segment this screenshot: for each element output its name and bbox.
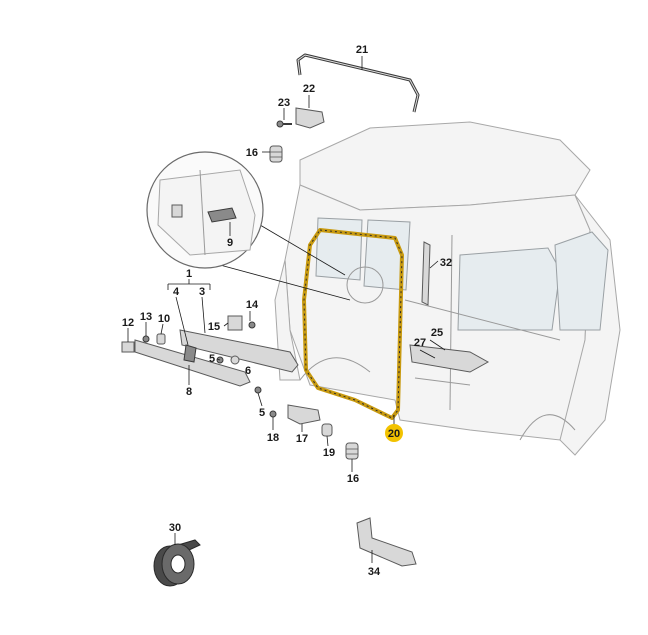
guide-rail-32 (421, 241, 431, 306)
callout-9: 9 (227, 237, 233, 249)
buffer-19-icon (321, 423, 333, 437)
screw-5b-icon (254, 386, 262, 394)
callout-17: 17 (296, 433, 308, 445)
inset-door-frame (157, 169, 256, 256)
stopper-16-top-icon (269, 145, 283, 163)
roller-4 (183, 344, 197, 363)
cap-12-icon (121, 341, 135, 353)
callout-15: 15 (208, 321, 220, 333)
screw-14-icon (248, 321, 256, 329)
screw-18-icon (269, 410, 277, 418)
door-seal-20-texture (303, 229, 403, 419)
door-line-b-pillar (449, 234, 453, 411)
callout-32: 32 (440, 257, 452, 269)
callout-6: 6 (245, 365, 251, 377)
callout-13: 13 (140, 311, 152, 323)
roof-guide-rail-21 (296, 53, 420, 113)
callout-12: 12 (122, 317, 134, 329)
zoom-marker-circle (346, 266, 384, 304)
screw-23-icon (276, 120, 292, 128)
roof-guide-rail-21-highlight (297, 54, 419, 113)
callout-25: 25 (431, 327, 443, 339)
callout-23: 23 (278, 97, 290, 109)
windshield (554, 231, 609, 331)
callout-22: 22 (303, 83, 315, 95)
callout-3: 3 (199, 286, 205, 298)
callout-16-bottom: 16 (347, 473, 359, 485)
washer-6-icon (230, 355, 240, 365)
callout-20: 20 (388, 428, 400, 440)
callout-5-lower: 5 (259, 407, 265, 419)
sill-trim-8 (134, 339, 251, 387)
inset-catch-9 (207, 207, 237, 223)
callout-20-highlight (385, 424, 403, 442)
door-moulding-lower (414, 377, 471, 386)
bracket-15-icon (227, 315, 243, 331)
callout-21: 21 (356, 44, 368, 56)
callout-19: 19 (323, 447, 335, 459)
zoom-inset (146, 151, 351, 301)
inset-pillar-line (199, 169, 206, 256)
callout-10: 10 (158, 313, 170, 325)
callout-5-upper: 5 (209, 353, 215, 365)
door-handle-recess (409, 344, 490, 373)
callout-14: 14 (246, 299, 259, 311)
callout-16-top: 16 (246, 147, 258, 159)
stopper-16-bottom-icon (345, 442, 359, 460)
striker-17 (287, 404, 321, 425)
front-door-window (457, 247, 561, 331)
van-body (274, 121, 621, 456)
nut-10-icon (156, 333, 166, 345)
callout-27: 27 (414, 337, 426, 349)
screw-13-icon (142, 335, 150, 343)
callout-4: 4 (173, 286, 180, 298)
leader-lines (127, 56, 446, 563)
front-wheel-arch (519, 414, 576, 441)
inset-bracket (171, 204, 183, 218)
callout-1: 1 (186, 268, 192, 280)
rear-window-left (315, 217, 363, 281)
van-roof (299, 121, 591, 211)
lower-guide-rail-3 (179, 329, 299, 373)
callout-labels: 21 22 23 16 9 1 4 3 14 15 12 13 10 5 6 8… (122, 44, 452, 578)
lower-rail-assembly (134, 329, 299, 387)
callout-34: 34 (368, 566, 381, 578)
roller-bracket-22 (295, 107, 325, 129)
sill-trim-34 (356, 517, 417, 567)
callout-30: 30 (169, 522, 181, 534)
tape-roll-30-icon (153, 539, 201, 587)
callout-18: 18 (267, 432, 279, 444)
body-crease (404, 299, 561, 341)
callout-8: 8 (186, 386, 192, 398)
